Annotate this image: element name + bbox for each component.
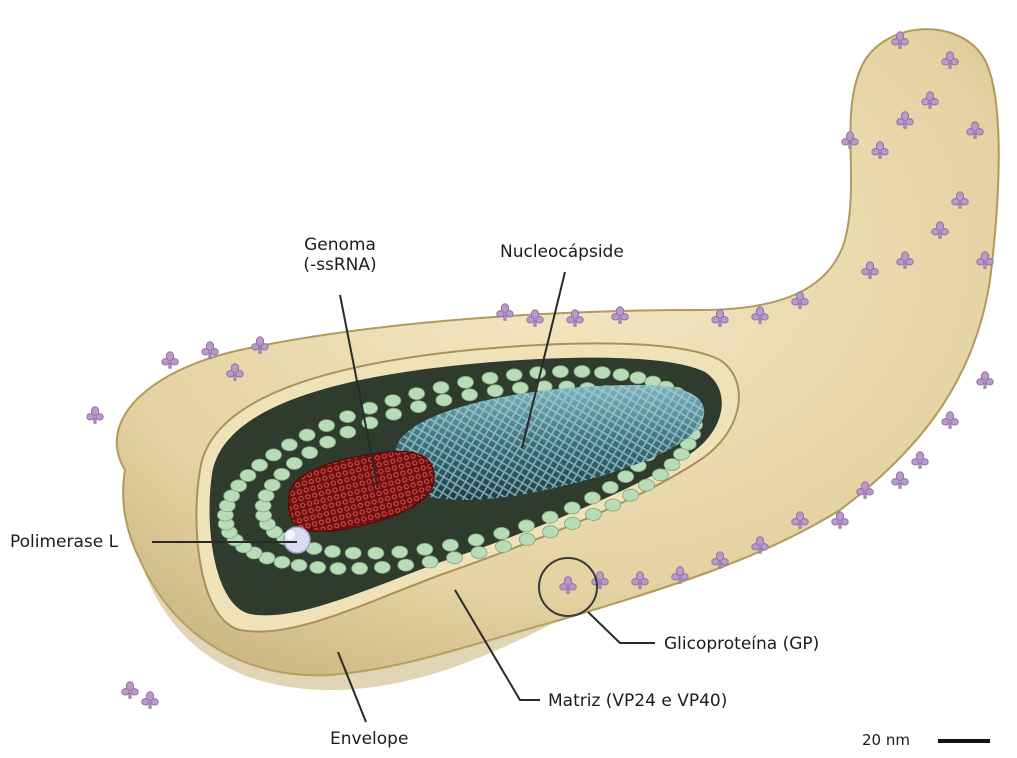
matrix-protein-bead (530, 367, 546, 379)
matrix-protein-bead (417, 543, 433, 555)
matrix-protein-bead (487, 385, 503, 397)
glycoprotein-spike-icon (162, 352, 179, 369)
matrix-protein-bead (281, 439, 297, 451)
glycoprotein-spike-icon (122, 682, 139, 699)
label-nucleocapsid: Nucleocápside (500, 242, 624, 262)
matrix-protein-bead (433, 382, 449, 394)
matrix-protein-bead (495, 540, 511, 552)
glycoprotein-spike-icon (892, 472, 909, 489)
matrix-protein-bead (422, 556, 438, 568)
glycoprotein-spike-icon (977, 372, 994, 389)
matrix-protein-bead (258, 490, 274, 502)
matrix-protein-bead (512, 382, 528, 394)
glycoprotein-spike-icon (942, 412, 959, 429)
matrix-protein-bead (330, 563, 346, 575)
matrix-protein-bead (564, 502, 580, 514)
matrix-protein-bead (494, 527, 510, 539)
matrix-protein-bead (618, 471, 634, 483)
label-genome-line1: Genoma (280, 235, 400, 255)
glycoprotein-spike-icon (142, 692, 159, 709)
matrix-protein-bead (392, 546, 408, 558)
label-matrix: Matriz (VP24 e VP40) (548, 691, 727, 711)
matrix-protein-bead (506, 369, 522, 381)
matrix-protein-bead (274, 556, 290, 568)
matrix-protein-bead (585, 508, 601, 520)
matrix-protein-bead (447, 552, 463, 564)
matrix-protein-bead (368, 547, 384, 559)
matrix-protein-bead (386, 408, 402, 420)
polymerase-l (284, 527, 310, 553)
matrix-protein-bead (518, 520, 534, 532)
matrix-protein-bead (302, 447, 318, 459)
matrix-protein-bead (462, 389, 478, 401)
matrix-protein-bead (623, 489, 639, 501)
matrix-protein-bead (630, 372, 646, 384)
matrix-protein-bead (519, 533, 535, 545)
matrix-protein-bead (319, 420, 335, 432)
matrix-protein-bead (605, 499, 621, 511)
matrix-protein-bead (552, 366, 568, 378)
matrix-protein-bead (594, 367, 610, 379)
matrix-protein-bead (442, 539, 458, 551)
matrix-protein-bead (345, 547, 361, 559)
matrix-protein-bead (584, 492, 600, 504)
matrix-protein-bead (340, 426, 356, 438)
matrix-protein-bead (409, 388, 425, 400)
matrix-protein-bead (565, 517, 581, 529)
label-genome-line2: (-ssRNA) (280, 255, 400, 275)
matrix-protein-bead (310, 561, 326, 573)
glycoprotein-spike-icon (87, 407, 104, 424)
matrix-protein-bead (458, 376, 474, 388)
matrix-protein-bead (264, 479, 280, 491)
label-envelope: Envelope (330, 729, 408, 749)
matrix-protein-bead (673, 448, 689, 460)
label-glycoprotein: Glicoproteína (GP) (664, 634, 819, 654)
matrix-protein-bead (291, 559, 307, 571)
matrix-protein-bead (266, 449, 282, 461)
label-polymerase: Polimerase L (10, 532, 118, 552)
matrix-protein-bead (471, 547, 487, 559)
matrix-protein-bead (613, 369, 629, 381)
matrix-protein-bead (325, 546, 341, 558)
matrix-protein-bead (468, 534, 484, 546)
matrix-protein-bead (340, 411, 356, 423)
matrix-protein-bead (398, 559, 414, 571)
leader-glycoprotein (588, 612, 655, 643)
matrix-protein-bead (374, 561, 390, 573)
matrix-protein-bead (410, 401, 426, 413)
matrix-protein-bead (639, 479, 655, 491)
matrix-protein-bead (231, 480, 247, 492)
matrix-protein-bead (240, 470, 256, 482)
matrix-protein-bead (542, 511, 558, 523)
glycoprotein-spike-icon (912, 452, 929, 469)
matrix-protein-bead (352, 562, 368, 574)
matrix-protein-bead (652, 469, 668, 481)
scale-bar-label: 20 nm (862, 731, 910, 749)
matrix-protein-bead (385, 395, 401, 407)
matrix-protein-bead (574, 366, 590, 378)
matrix-protein-bead (602, 481, 618, 493)
matrix-protein-bead (542, 526, 558, 538)
matrix-protein-bead (436, 394, 452, 406)
matrix-protein-bead (320, 436, 336, 448)
matrix-protein-bead (286, 457, 302, 469)
label-genome: Genoma (-ssRNA) (280, 235, 400, 275)
matrix-protein-bead (252, 459, 268, 471)
matrix-protein-bead (664, 459, 680, 471)
matrix-protein-bead (482, 372, 498, 384)
matrix-protein-bead (274, 468, 290, 480)
matrix-protein-bead (299, 429, 315, 441)
